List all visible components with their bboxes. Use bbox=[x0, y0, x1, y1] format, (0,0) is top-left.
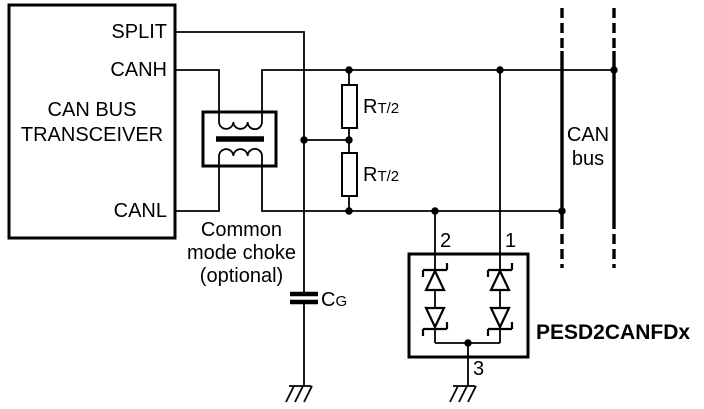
choke-caption-line1: Common bbox=[200, 219, 283, 241]
esd-part-number: PESD2CANFDx bbox=[536, 321, 691, 344]
choke-box bbox=[201, 110, 278, 168]
transceiver-title-line1: CAN BUS bbox=[47, 99, 137, 121]
junction-dot-rt-bottom bbox=[345, 207, 353, 215]
resistor-label-top-main: R bbox=[363, 96, 378, 118]
zener-pair-pin2 bbox=[421, 263, 449, 343]
choke-caption-line2: mode choke bbox=[187, 242, 296, 264]
canl-wire-right bbox=[261, 156, 562, 212]
junction-dot-pin1 bbox=[496, 66, 504, 74]
zener-diode-up-right bbox=[489, 268, 511, 292]
canh-wire-left bbox=[175, 69, 220, 122]
capacitor-label: CG bbox=[321, 290, 347, 312]
resistor-label-top-sub: T/2 bbox=[377, 100, 400, 117]
esd-pin3-label: 3 bbox=[473, 358, 485, 380]
canl-wire-left bbox=[175, 156, 220, 212]
pin-label-split: SPLIT bbox=[111, 21, 167, 43]
termination-resistor-top bbox=[341, 84, 358, 129]
zener-pair-pin1 bbox=[486, 263, 514, 343]
junction-dot-split-tap bbox=[300, 136, 308, 144]
can-bus-lines bbox=[560, 8, 616, 268]
junction-dot-rt-mid bbox=[345, 136, 353, 144]
ground-symbol-cg bbox=[285, 385, 313, 403]
pin-label-canh: CANH bbox=[110, 59, 167, 81]
transceiver-box bbox=[7, 3, 177, 240]
resistor-label-bottom: RT/2 bbox=[363, 165, 399, 187]
junction-dot-pin3 bbox=[464, 339, 472, 347]
choke-winding-top bbox=[218, 121, 263, 130]
junction-dot-canh-bus bbox=[610, 66, 618, 74]
pin-label-canl: CANL bbox=[113, 200, 167, 222]
zener-diode-down-left bbox=[424, 306, 446, 330]
transceiver-title: CAN BUS TRANSCEIVER bbox=[12, 98, 172, 148]
ground-symbol-esd bbox=[449, 385, 477, 403]
termination-resistor-bottom bbox=[341, 152, 358, 197]
choke-caption: Common mode choke (optional) bbox=[161, 219, 322, 288]
junction-dot-rt-top bbox=[345, 66, 353, 74]
transceiver-title-line2: TRANSCEIVER bbox=[20, 124, 164, 146]
esd-pin2-label: 2 bbox=[440, 230, 452, 252]
split-wire bbox=[175, 31, 305, 292]
zener-diode-down-right bbox=[489, 306, 511, 330]
bus-label: CAN bus bbox=[562, 124, 614, 171]
choke-winding-bottom bbox=[218, 148, 263, 157]
capacitor-label-sub: G bbox=[335, 293, 348, 310]
bus-label-line2: bus bbox=[571, 147, 605, 170]
choke-caption-line3: (optional) bbox=[199, 265, 284, 287]
resistor-label-top: RT/2 bbox=[363, 97, 399, 119]
resistor-label-bottom-main: R bbox=[363, 164, 378, 186]
junction-dot-pin2 bbox=[431, 207, 439, 215]
bus-label-line1: CAN bbox=[566, 124, 610, 146]
zener-diode-up-left bbox=[424, 268, 446, 292]
esd-pin1-label: 1 bbox=[505, 230, 517, 252]
junction-dot-canl-bus bbox=[558, 207, 566, 215]
resistor-label-bottom-sub: T/2 bbox=[377, 168, 400, 185]
junction-dots bbox=[300, 66, 618, 347]
capacitor-label-main: C bbox=[321, 289, 336, 311]
